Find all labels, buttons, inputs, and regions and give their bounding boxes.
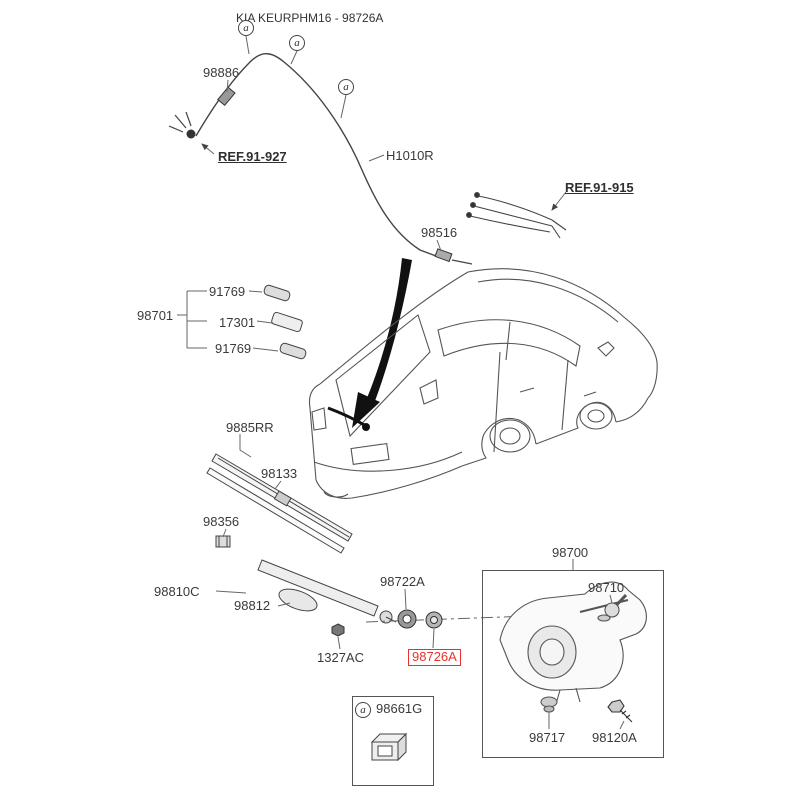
part-label-98120a[interactable]: 98120A [592, 730, 637, 745]
part-label-98701[interactable]: 98701 [137, 308, 174, 323]
part-label-17301[interactable]: 17301 [219, 315, 256, 330]
nozzle-art [168, 111, 196, 139]
ref-label-91-915[interactable]: REF.91-915 [565, 180, 634, 195]
part-label-98516[interactable]: 98516 [421, 225, 458, 240]
part-label-98661g[interactable]: 98661G [376, 701, 423, 716]
part-label-91769-top[interactable]: 91769 [209, 284, 246, 299]
hose-grommet-art [217, 86, 236, 107]
part-label-98717[interactable]: 98717 [529, 730, 566, 745]
rear-arm-art [257, 559, 397, 637]
callout-a-1: a [238, 20, 254, 36]
callout-a-clip: a [355, 702, 371, 718]
leader-lines [177, 35, 625, 730]
page-title: KIA KEURPHM16 - 98726A [236, 11, 384, 25]
part-label-9885rr[interactable]: 9885RR [226, 420, 274, 435]
callout-a-3: a [338, 79, 354, 95]
wire-harness-art [466, 192, 567, 239]
part-label-98356[interactable]: 98356 [203, 514, 240, 529]
clip-art [370, 732, 408, 762]
callout-a-2: a [289, 35, 305, 51]
routing-arrow [352, 258, 412, 428]
hose-connector-art [434, 248, 453, 263]
part-label-98886[interactable]: 98886 [203, 65, 240, 80]
part-label-98700[interactable]: 98700 [552, 545, 589, 560]
part-label-98810c[interactable]: 98810C [154, 584, 200, 599]
part-label-98722a[interactable]: 98722A [380, 574, 425, 589]
part-label-1327ac[interactable]: 1327AC [317, 650, 364, 665]
part-label-98812[interactable]: 98812 [234, 598, 271, 613]
part-label-91769-bottom[interactable]: 91769 [215, 341, 252, 356]
car-illustration [308, 268, 658, 499]
pivot-hardware-art [365, 609, 531, 629]
part-label-98726a-highlighted[interactable]: 98726A [408, 649, 461, 666]
ref-label-91-927[interactable]: REF.91-927 [218, 149, 287, 164]
motor-assembly-box [482, 570, 664, 758]
front-arm-parts-art [263, 284, 307, 360]
washer-hose-art [195, 53, 473, 265]
clip-detail-box [352, 696, 434, 786]
part-label-98710[interactable]: 98710 [588, 580, 625, 595]
part-label-98133[interactable]: 98133 [261, 466, 298, 481]
wiper-motor-art [499, 581, 647, 723]
part-label-h1010r[interactable]: H1010R [386, 148, 434, 163]
